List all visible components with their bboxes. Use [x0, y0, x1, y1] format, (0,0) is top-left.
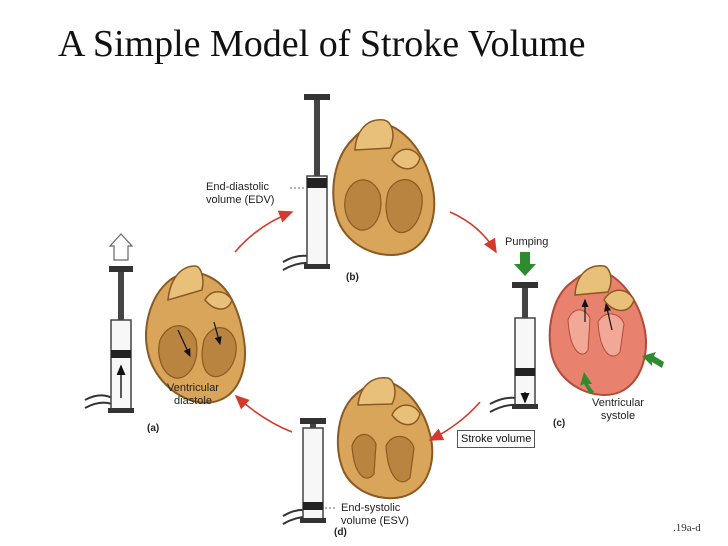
- systole-label-line2: systole: [600, 410, 636, 422]
- slide-title: A Simple Model of Stroke Volume: [58, 23, 586, 65]
- diastole-label: Ventricular diastole: [167, 382, 219, 408]
- cycle-arrow-c-to-d: [428, 401, 481, 441]
- syringe-d: [282, 418, 336, 525]
- syringe-c: [489, 252, 538, 413]
- heart-esv-icon: [336, 377, 434, 500]
- edv-label-line2: volume (EDV): [206, 194, 275, 206]
- esv-label-line2: volume (ESV): [341, 515, 409, 527]
- syringe-a: [84, 233, 134, 413]
- figure-reference: .19a-d: [673, 522, 701, 534]
- systole-label: Ventricular systole: [592, 397, 644, 423]
- heart-edv-icon: [332, 119, 436, 256]
- syringe-b: [282, 94, 330, 271]
- edv-label: End-diastolic volume (EDV): [206, 181, 274, 207]
- esv-label: End-systolic volume (ESV): [341, 502, 409, 528]
- esv-label-line1: End-systolic: [341, 502, 401, 514]
- cycle-arrow-d-to-a: [234, 394, 293, 433]
- cycle-arrow-b-to-c: [449, 211, 497, 254]
- pumping-label: Pumping: [505, 236, 549, 248]
- heart-diastole-icon: [145, 265, 246, 404]
- diastole-label-line1: Ventricular: [167, 382, 219, 394]
- panel-label-d: (d): [334, 527, 347, 538]
- cycle-arrow-a-to-b: [234, 210, 294, 253]
- systole-label-line1: Ventricular: [592, 397, 644, 409]
- edv-label-line1: End-diastolic: [206, 181, 269, 193]
- panel-label-c: (c): [553, 418, 566, 429]
- diastole-label-line2: diastole: [174, 395, 212, 407]
- heart-systole-icon: [548, 265, 664, 396]
- panel-label-b: (b): [346, 272, 359, 283]
- panel-label-a: (a): [147, 423, 160, 434]
- stroke-volume-label: Stroke volume: [457, 430, 536, 448]
